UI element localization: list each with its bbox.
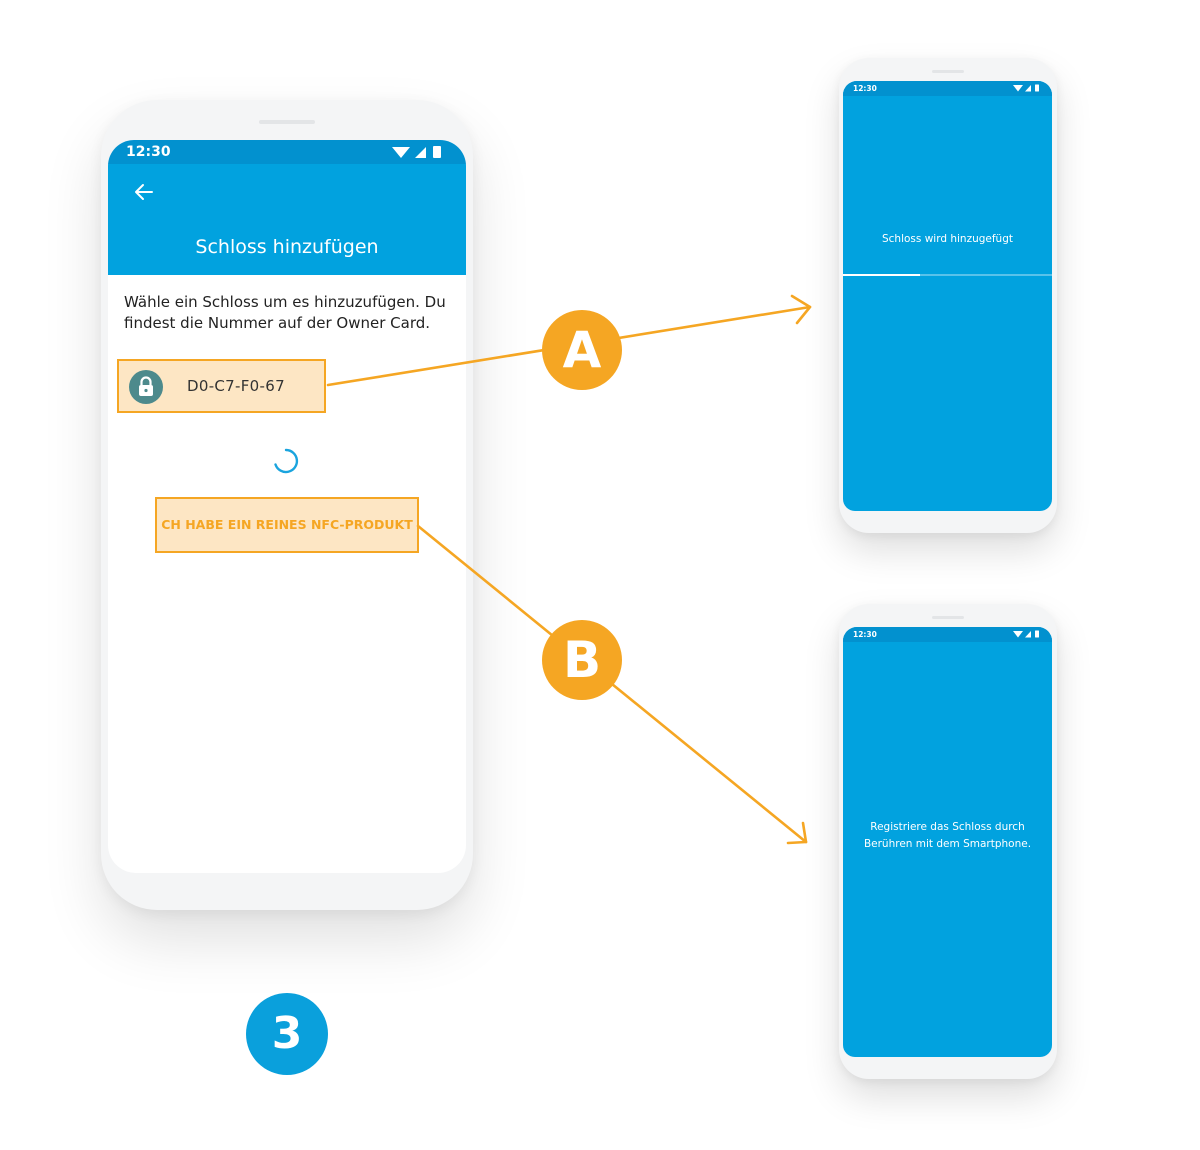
main-phone-speaker	[259, 120, 315, 124]
phone-a-progress-fill	[843, 274, 921, 276]
phone-a-speaker	[932, 70, 964, 73]
status-bar: 12:30	[108, 140, 466, 164]
step-number-badge: 3	[246, 993, 328, 1075]
phone-b-message-line1: Registriere das Schloss durch	[870, 821, 1025, 833]
phone-a-screen: 12:30 Schloss wird hinzugefügt	[843, 81, 1052, 511]
phone-a-status-time: 12:30	[853, 84, 877, 93]
phone-a-status-bar: 12:30	[843, 81, 1052, 96]
loading-spinner-icon	[274, 448, 299, 474]
marker-a: A	[542, 310, 622, 390]
status-icons	[390, 145, 448, 163]
phone-b-message-line2: Berühren mit dem Smartphone.	[863, 838, 1032, 850]
phone-b-screen: 12:30 Registriere das Schloss durch Berü…	[843, 627, 1052, 1057]
app-bar: Schloss hinzufügen	[108, 164, 466, 275]
marker-b: B	[542, 620, 622, 700]
instruction-text: Wähle ein Schloss um es hinzuzufügen. Du…	[124, 293, 446, 332]
phone-a-progress-bar	[843, 274, 1052, 276]
page-title: Schloss hinzufügen	[195, 236, 379, 258]
nfc-product-button[interactable]: CH HABE EIN REINES NFC-PRODUKT	[155, 497, 419, 553]
lock-id: D0-C7-F0-67	[187, 377, 285, 395]
signal-battery-icon	[392, 146, 441, 158]
phone-b-status-bar: 12:30	[843, 627, 1052, 642]
phone-b-signal-battery-icon	[1012, 630, 1042, 640]
padlock-icon	[129, 370, 163, 404]
phone-b-status-time: 12:30	[853, 630, 877, 639]
arrow-b-head	[786, 821, 808, 845]
phone-a-signal-battery-icon	[1012, 84, 1042, 94]
lock-list-item[interactable]: D0-C7-F0-67	[117, 359, 326, 413]
arrow-back-icon[interactable]	[132, 180, 156, 204]
arrow-a-head	[790, 294, 812, 325]
phone-a-message: Schloss wird hinzugefügt	[881, 233, 1013, 245]
status-time: 12:30	[126, 144, 171, 160]
phone-b-speaker	[932, 616, 964, 619]
main-phone-screen: 12:30 Schloss hinzufügen Wähle ein Schlo…	[108, 140, 466, 873]
